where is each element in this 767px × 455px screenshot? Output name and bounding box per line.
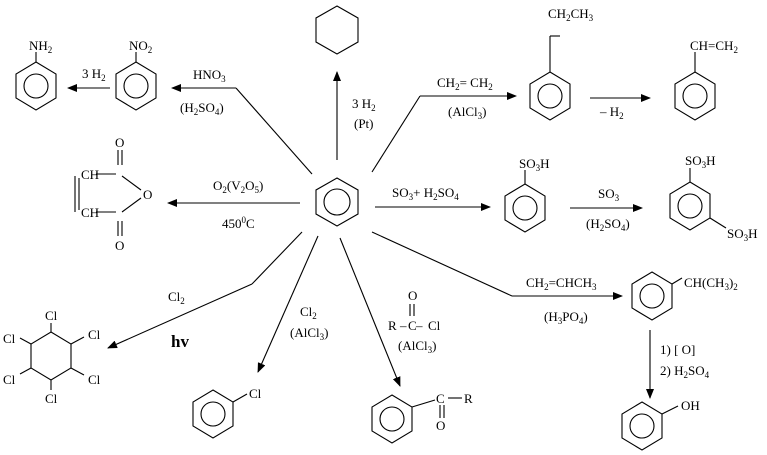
- svg-text:O: O: [115, 135, 124, 150]
- svg-text:C: C: [436, 391, 445, 406]
- disulfonation-catalyst: (H2SO4): [586, 216, 630, 233]
- propylation-reagent: CH2=CHCH3: [526, 275, 597, 292]
- chlorination-cat-reagent: Cl2: [300, 304, 317, 321]
- acylation-reagent: O R – C – Cl (AlCl3): [388, 288, 441, 355]
- svg-text:Cl: Cl: [3, 372, 16, 387]
- svg-text:C: C: [408, 318, 417, 333]
- ethylbenzene: CH2CH3: [529, 6, 594, 121]
- ethylation-catalyst: (AlCl3): [448, 104, 486, 121]
- svg-text:O: O: [143, 187, 152, 202]
- cumene-step-2: 2) H2SO4: [660, 363, 710, 380]
- nitration-catalyst: (H2SO4): [180, 100, 224, 117]
- svg-text:SO3H: SO3H: [519, 156, 550, 173]
- svg-text:Cl: Cl: [45, 391, 58, 406]
- svg-text:CH: CH: [81, 205, 99, 220]
- svg-text:O: O: [436, 418, 445, 433]
- chlorination-light-reagent: Cl2: [168, 289, 185, 306]
- benzene-center: [315, 177, 359, 227]
- benzenedisulfonic-acid: SO3H SO3H: [669, 153, 758, 243]
- svg-text:CH: CH: [81, 167, 99, 182]
- svg-text:–: –: [399, 318, 407, 333]
- svg-text:O: O: [115, 238, 124, 253]
- arrow-propylation: [371, 231, 623, 300]
- arrow-alkylation-ethyl: [371, 92, 517, 173]
- svg-text:Cl: Cl: [3, 331, 16, 346]
- svg-text:Cl: Cl: [88, 372, 101, 387]
- svg-text:SO3H: SO3H: [727, 226, 758, 243]
- maleic-anhydride: CH CH O O O: [74, 135, 152, 253]
- cumene-step-1: 1) [ O]: [660, 342, 695, 357]
- svg-text:Cl: Cl: [45, 308, 58, 323]
- benzenesulfonic-acid: SO3H: [504, 156, 550, 233]
- nitration-reagent: HNO3: [193, 67, 226, 84]
- arrow-nitration: [171, 84, 313, 175]
- reduction-reagent: 3 H2: [82, 66, 106, 83]
- nitrobenzene: NO2: [115, 38, 157, 111]
- svg-text:CH=CH2: CH=CH2: [690, 38, 738, 55]
- svg-text:R: R: [464, 391, 473, 406]
- svg-text:–: –: [415, 318, 423, 333]
- hydrogenation-catalyst: (Pt): [354, 116, 374, 131]
- svg-text:R: R: [388, 318, 397, 333]
- aniline: NH2: [15, 38, 57, 111]
- sulfonation-reagent: SO3+ H2SO4: [392, 185, 459, 202]
- acylbenzene: C R O: [371, 391, 473, 444]
- arrow-chlorination-light: [107, 231, 303, 349]
- svg-text:O: O: [408, 288, 417, 303]
- svg-text:Cl: Cl: [88, 327, 101, 342]
- svg-text:NH2: NH2: [29, 38, 52, 55]
- arrow-acylation: [339, 237, 401, 387]
- svg-text:SO3H: SO3H: [685, 153, 716, 170]
- arrow-chlorination-cat: [257, 235, 319, 373]
- chlorination-light-condition: hv: [171, 332, 189, 351]
- chlorobenzene: Cl: [192, 386, 262, 439]
- oxidation-reagent: O2(V2O5): [213, 178, 263, 195]
- svg-text:OH: OH: [681, 398, 700, 413]
- ethylation-reagent: CH2= CH2: [437, 75, 493, 92]
- disulfonation-reagent: SO3: [598, 186, 620, 203]
- cumene: CH(CH3)2: [631, 271, 738, 321]
- styrene: CH=CH2: [674, 38, 738, 121]
- svg-text:(AlCl3): (AlCl3): [398, 338, 436, 355]
- hexachlorocyclohexane: Cl Cl Cl Cl Cl Cl: [3, 308, 101, 406]
- cyclohexane: [315, 5, 359, 55]
- hydrogenation-reagent: 3 H2: [352, 96, 376, 113]
- dehydrogenation-reagent: – H2: [599, 104, 624, 121]
- chlorination-cat-catalyst: (AlCl3): [290, 325, 328, 342]
- phenol: OH: [621, 398, 700, 451]
- svg-text:CH(CH3)2: CH(CH3)2: [684, 275, 738, 292]
- svg-text:Cl: Cl: [249, 386, 262, 401]
- propylation-catalyst: (H3PO4): [544, 309, 588, 326]
- ethyl-group-label: CH2CH3: [548, 6, 594, 23]
- oxidation-temperature: 4500C: [222, 215, 255, 231]
- svg-text:NO2: NO2: [129, 38, 152, 55]
- svg-text:Cl: Cl: [428, 318, 441, 333]
